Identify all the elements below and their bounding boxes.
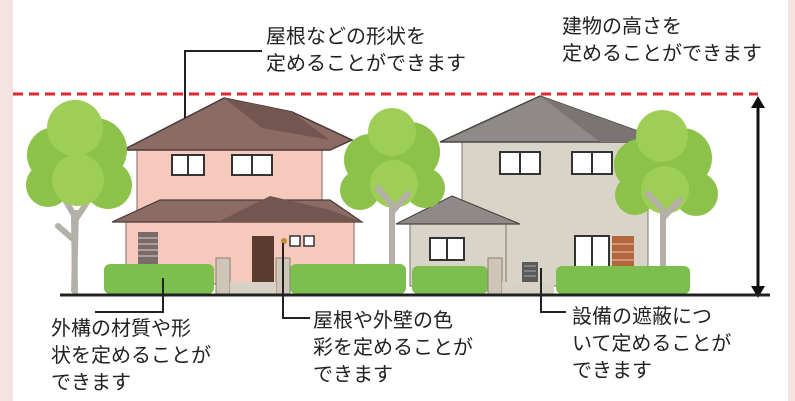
label-equipment-screening: 設備の遮蔽につ いて定めることが できます xyxy=(572,304,732,382)
label-roof-shape: 屋根などの形状を 定めることができます xyxy=(266,24,466,75)
tree-left xyxy=(26,100,132,295)
label-exterior-material: 外構の材質や形 状を定めることが できます xyxy=(51,316,211,394)
tree-right xyxy=(614,110,718,295)
left-house xyxy=(111,97,364,285)
leader-lines xyxy=(95,50,566,319)
hedges xyxy=(104,264,690,294)
height-arrow xyxy=(751,96,765,298)
label-roof-wall-color: 屋根や外壁の色 彩を定めることが できます xyxy=(313,308,473,386)
tree-middle xyxy=(340,108,445,295)
label-building-height: 建物の高さを 定めることができます xyxy=(562,14,762,65)
left-house-roof xyxy=(122,97,354,151)
